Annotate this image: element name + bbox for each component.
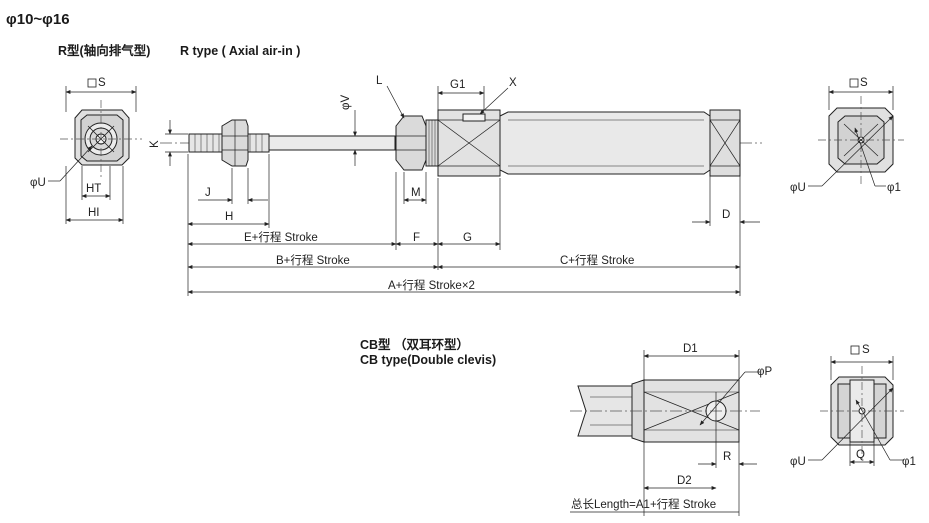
cb-type-title-cn: CB型 （双耳环型） (360, 338, 470, 352)
label-j: J (205, 187, 211, 199)
label-s-right: S (860, 77, 868, 89)
label-d2: D2 (677, 475, 692, 487)
label-b-stroke: B+行程 Stroke (276, 254, 350, 267)
main-side-view (160, 85, 762, 296)
label-c-stroke: C+行程 Stroke (560, 254, 634, 267)
label-q: Q (856, 449, 865, 461)
label-u-right: φU (790, 182, 806, 194)
cb-side-view (570, 350, 760, 516)
right-end-view (808, 78, 904, 187)
label-s-cb: S (862, 344, 870, 356)
label-p: φP (757, 366, 772, 378)
r-type-title-cn: R型(轴向排气型) (58, 44, 151, 58)
r-type-title-en: R type ( Axial air-in ) (180, 44, 301, 58)
label-r: R (723, 451, 731, 463)
label-u-cb: φU (790, 456, 806, 468)
cb-end-view (808, 345, 904, 466)
label-one-cb: φ1 (902, 456, 916, 468)
label-d: D (722, 209, 730, 221)
label-m: M (411, 187, 421, 199)
label-v: φV (340, 95, 352, 110)
label-g1: G1 (450, 79, 465, 91)
left-end-view (48, 78, 142, 224)
label-a-stroke: A+行程 Stroke×2 (388, 279, 475, 292)
label-hi: HI (88, 207, 100, 219)
range-title: φ10~φ16 (6, 11, 70, 28)
label-f: F (413, 232, 420, 244)
label-total-length: 总长Length=A1+行程 Stroke (571, 497, 716, 511)
label-d1: D1 (683, 343, 698, 355)
label-e-stroke: E+行程 Stroke (244, 231, 318, 244)
label-k: K (149, 140, 161, 148)
label-g: G (463, 232, 472, 244)
label-l: L (376, 75, 383, 87)
cb-type-title-en: CB type(Double clevis) (360, 353, 497, 367)
label-u-left: φU (30, 177, 46, 189)
label-s-left: S (98, 77, 106, 89)
label-ht: HT (86, 183, 101, 195)
label-h: H (225, 211, 233, 223)
label-x: X (509, 77, 517, 89)
label-one-right: φ1 (887, 182, 901, 194)
